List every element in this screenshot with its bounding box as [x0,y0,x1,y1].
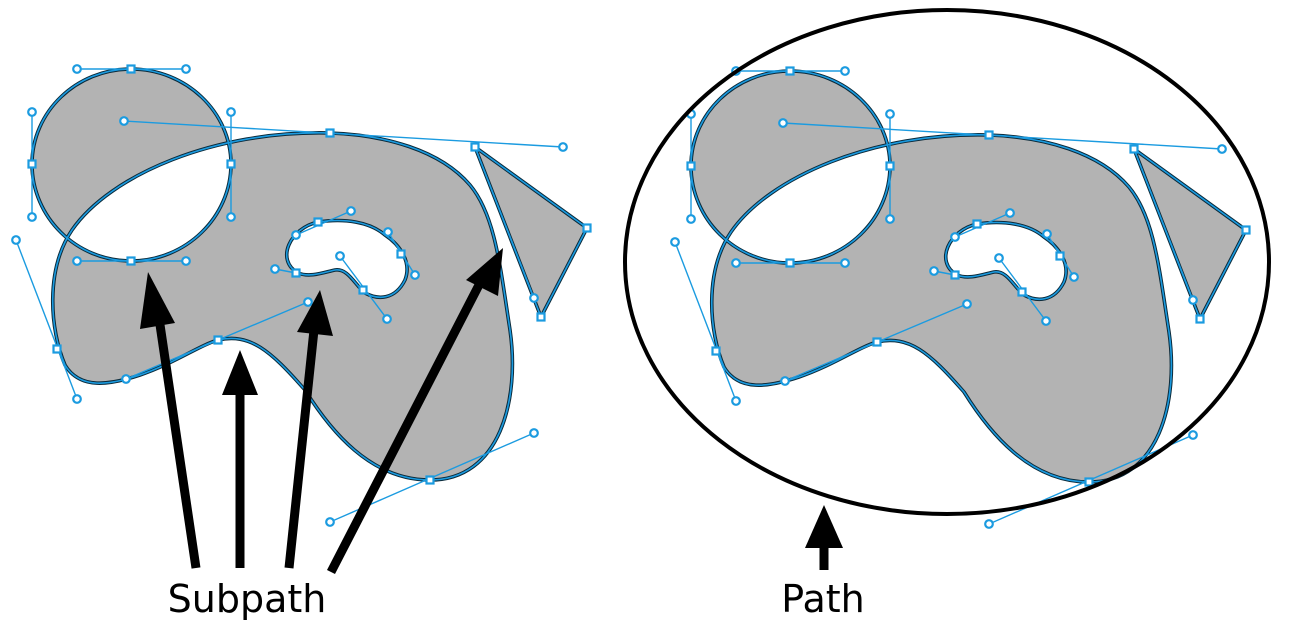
path-outline [623,8,1271,516]
arrow-icon [140,272,201,569]
arrow-icon [284,290,333,569]
path-arrow [805,505,843,570]
path-label: Path [781,577,864,621]
arrow-icon [805,505,843,570]
arrow-icon [222,350,258,568]
path-figure [623,8,1271,530]
subpath-arrows [140,248,503,575]
arrow-icon [327,248,503,575]
subpath-label: Subpath [168,577,327,621]
